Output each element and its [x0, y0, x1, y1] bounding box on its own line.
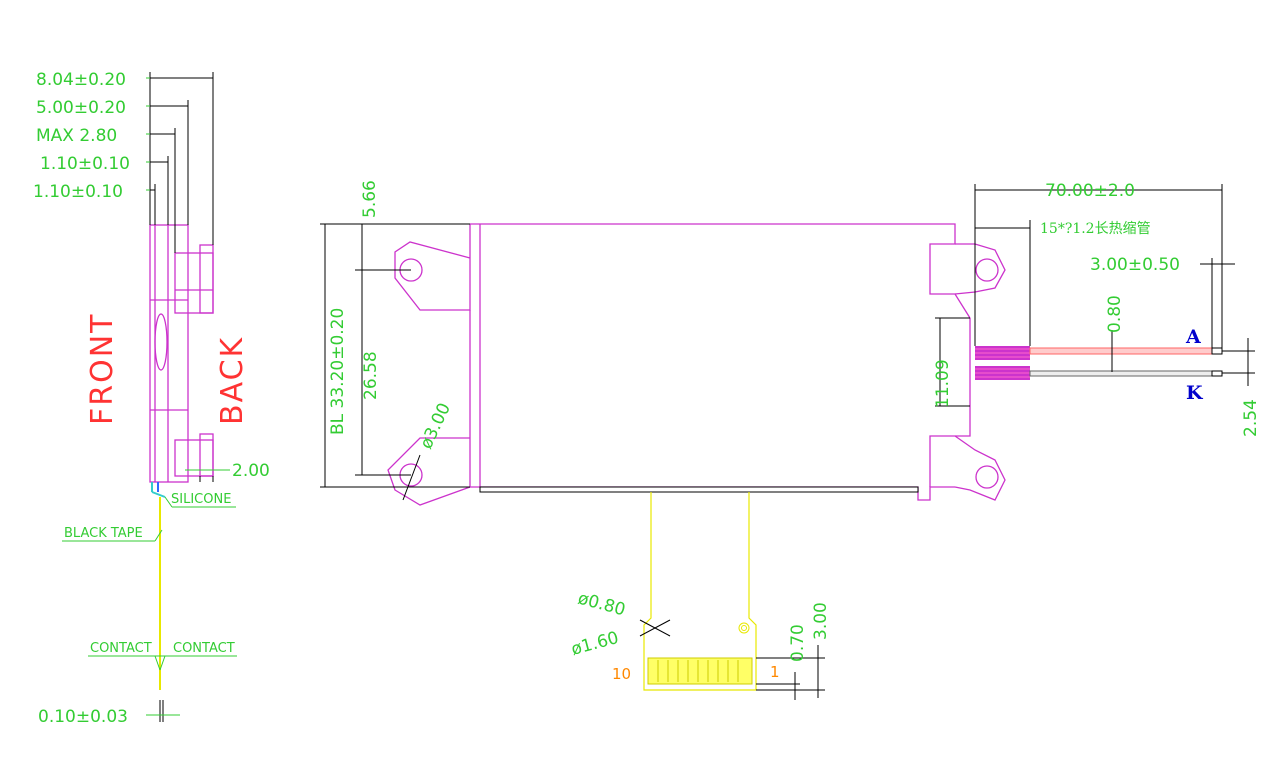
side-view: 8.04±0.20 5.00±0.20 MAX 2.80 1.10±0.10 1… — [33, 70, 270, 727]
side-body-outline — [149, 224, 189, 483]
dim-11-09: 11.09 — [933, 359, 953, 408]
fpc-tail: ø0.80 ø1.60 10 1 0.70 3.00 — [569, 492, 831, 700]
silicone-label: SILICONE — [171, 492, 231, 507]
pin-10-label: 10 — [612, 665, 631, 683]
dim-5-66: 5.66 — [360, 180, 380, 218]
dim-d0-80: ø0.80 — [576, 589, 628, 621]
mount-hole-top-right — [975, 258, 999, 282]
dim-5-00: 5.00±0.20 — [36, 98, 126, 118]
wire-k — [1029, 370, 1221, 377]
front-label: FRONT — [85, 313, 120, 425]
wire-a — [1029, 347, 1221, 355]
dim-bl-33-20: BL 33.20±0.20 — [328, 308, 348, 435]
pin-1-label: 1 — [770, 663, 780, 681]
fpc-locator-hole — [738, 622, 750, 634]
dim-0-70: 0.70 — [788, 624, 808, 662]
dim-3-00-050: 3.00±0.50 — [1090, 255, 1180, 275]
dim-26-58: 26.58 — [361, 351, 381, 400]
dim-8-04: 8.04±0.20 — [36, 70, 126, 90]
contact-left-label: CONTACT — [90, 641, 152, 656]
dim-0-80: 0.80 — [1105, 295, 1125, 333]
mount-hole-bottom-right — [975, 465, 999, 489]
contact-right-label: CONTACT — [173, 641, 235, 656]
main-body-outline — [470, 223, 971, 319]
side-bracket-bottom — [174, 439, 214, 477]
side-led-lens — [154, 313, 168, 371]
black-tape-label: BLACK TAPE — [64, 526, 143, 541]
fpc-outline — [643, 492, 757, 691]
dim-1-10-b: 1.10±0.10 — [33, 182, 123, 202]
dim-max-2-80: MAX 2.80 — [36, 126, 117, 146]
heat-shrink-label: 15*?1.2长热缩管 — [1040, 221, 1151, 237]
dim-3-00: 3.00 — [811, 602, 831, 640]
wire-a-label: A — [1185, 326, 1201, 348]
dim-70-00: 70.00±2.0 — [1045, 181, 1135, 201]
dim-2-54: 2.54 — [1241, 399, 1261, 437]
fpc-contact-pads — [647, 657, 753, 685]
side-bracket-top — [174, 252, 214, 314]
main-view: A K 5.66 BL 33.20±0.20 26.58 ø3.00 11.09… — [320, 180, 1261, 506]
dim-1-10-a: 1.10±0.10 — [40, 154, 130, 174]
dim-0-10: 0.10±0.03 — [38, 707, 128, 727]
dim-hole-3-00: ø3.00 — [416, 400, 455, 452]
wire-k-label: K — [1186, 382, 1204, 404]
dim-d1-60: ø1.60 — [569, 628, 621, 660]
back-label: BACK — [215, 336, 250, 425]
dim-2-00: 2.00 — [232, 461, 270, 481]
